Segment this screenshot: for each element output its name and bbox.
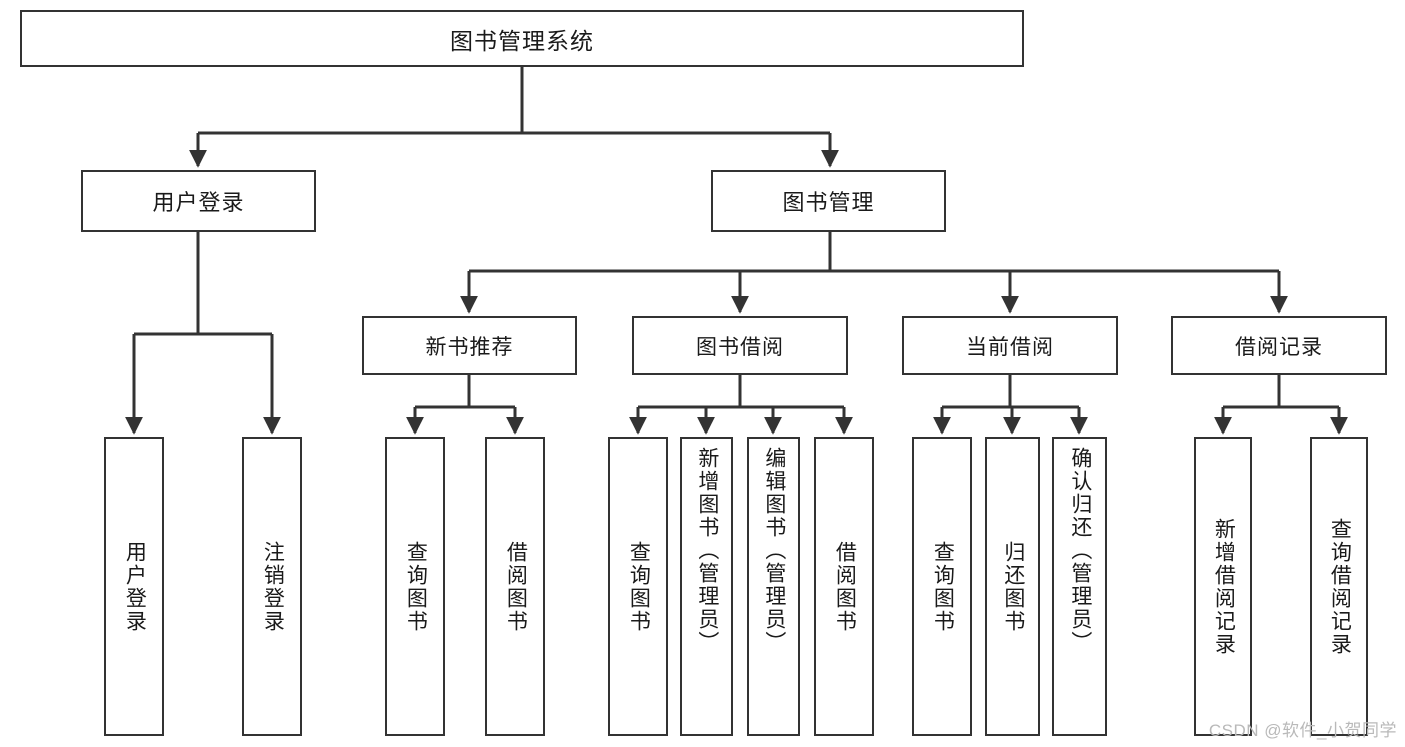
node-label-wrap: 确认归还（管理员） — [1054, 445, 1105, 730]
node-label: 新增图书（管理员） — [695, 447, 719, 654]
node-label: 归还图书 — [1001, 540, 1025, 633]
node-label-wrap: 图书借阅 — [634, 318, 846, 373]
node-label: 借阅记录 — [1235, 335, 1323, 359]
node-label: 注销登录 — [261, 540, 285, 633]
node-label: 用户登录 — [152, 190, 245, 215]
node-label: 借阅图书 — [504, 540, 528, 633]
node-label: 借阅图书 — [833, 540, 857, 633]
node-label: 新增借阅记录 — [1212, 517, 1236, 656]
leaf-leaf-query-book-3[interactable]: 查询图书 — [912, 437, 972, 736]
node-label-wrap: 借阅图书 — [487, 445, 543, 728]
leaf-leaf-query-record[interactable]: 查询借阅记录 — [1310, 437, 1368, 736]
leaf-leaf-borrow-book-2[interactable]: 借阅图书 — [814, 437, 874, 736]
node-label: 查询图书 — [931, 540, 955, 633]
node-book-borrow[interactable]: 图书借阅 — [632, 316, 848, 375]
node-label: 图书管理系统 — [450, 27, 594, 54]
leaf-leaf-add-book[interactable]: 新增图书（管理员） — [680, 437, 733, 736]
node-book-manage[interactable]: 图书管理 — [711, 170, 946, 232]
leaf-leaf-query-book-2[interactable]: 查询图书 — [608, 437, 668, 736]
node-label-wrap: 查询图书 — [387, 445, 443, 728]
node-label: 图书管理 — [782, 190, 875, 215]
watermark: CSDN @软件_小贺同学 — [1208, 721, 1397, 740]
node-label: 图书借阅 — [696, 335, 784, 359]
node-borrow-record[interactable]: 借阅记录 — [1171, 316, 1387, 375]
node-label-wrap: 新书推荐 — [364, 318, 575, 373]
node-label: 查询借阅记录 — [1328, 517, 1352, 656]
node-label-wrap: 新增借阅记录 — [1196, 445, 1250, 728]
node-new-book-recommend[interactable]: 新书推荐 — [362, 316, 577, 375]
node-label-wrap: 查询图书 — [914, 445, 970, 728]
leaf-leaf-query-book-1[interactable]: 查询图书 — [385, 437, 445, 736]
node-label-wrap: 编辑图书（管理员） — [749, 445, 798, 730]
node-label: 查询图书 — [627, 540, 651, 633]
node-label-wrap: 新增图书（管理员） — [682, 445, 731, 730]
node-label: 确认归还（管理员） — [1068, 447, 1092, 654]
node-label-wrap: 归还图书 — [987, 445, 1038, 728]
node-label-wrap: 查询图书 — [610, 445, 666, 728]
node-label: 用户登录 — [123, 540, 147, 633]
leaf-leaf-user-login[interactable]: 用户登录 — [104, 437, 164, 736]
leaf-leaf-logout[interactable]: 注销登录 — [242, 437, 302, 736]
node-label: 新书推荐 — [425, 335, 514, 359]
node-label: 编辑图书（管理员） — [762, 447, 786, 654]
node-label-wrap: 用户登录 — [83, 172, 314, 230]
leaf-leaf-return-book[interactable]: 归还图书 — [985, 437, 1040, 736]
node-label-wrap: 图书管理系统 — [22, 12, 1022, 65]
node-label-wrap: 用户登录 — [106, 445, 162, 728]
node-user-login[interactable]: 用户登录 — [81, 170, 316, 232]
node-label-wrap: 图书管理 — [713, 172, 944, 230]
node-label-wrap: 借阅图书 — [816, 445, 872, 728]
node-label-wrap: 当前借阅 — [904, 318, 1116, 373]
node-label-wrap: 查询借阅记录 — [1312, 445, 1366, 728]
node-root[interactable]: 图书管理系统 — [20, 10, 1024, 67]
leaf-leaf-edit-book[interactable]: 编辑图书（管理员） — [747, 437, 800, 736]
node-current-borrow[interactable]: 当前借阅 — [902, 316, 1118, 375]
node-label: 查询图书 — [404, 540, 428, 633]
leaf-leaf-borrow-book-1[interactable]: 借阅图书 — [485, 437, 545, 736]
node-label: 当前借阅 — [966, 335, 1054, 359]
leaf-leaf-add-record[interactable]: 新增借阅记录 — [1194, 437, 1252, 736]
node-label-wrap: 借阅记录 — [1173, 318, 1385, 373]
node-label-wrap: 注销登录 — [244, 445, 300, 728]
leaf-leaf-confirm-return[interactable]: 确认归还（管理员） — [1052, 437, 1107, 736]
